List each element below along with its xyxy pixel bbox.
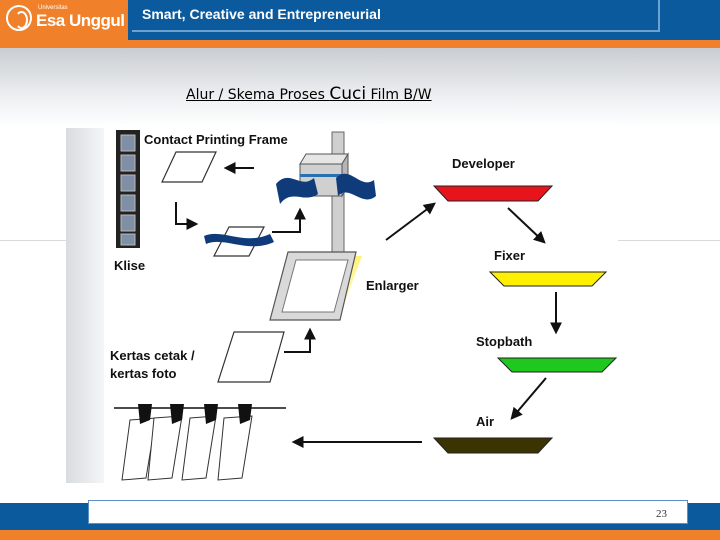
background-panel bbox=[66, 128, 104, 483]
label-contact-printing-frame: Contact Printing Frame bbox=[144, 132, 288, 147]
header-accent-strip bbox=[0, 40, 720, 48]
drying-clip-icon bbox=[138, 404, 152, 424]
label-fixer: Fixer bbox=[494, 248, 525, 263]
footer-frame bbox=[88, 500, 688, 524]
logo-name: Esa Unggul bbox=[36, 11, 125, 30]
page-number: 23 bbox=[656, 508, 667, 520]
arrow-icon bbox=[507, 207, 546, 244]
tray-icon bbox=[432, 185, 554, 202]
logo-subtitle: Universitas bbox=[38, 5, 68, 11]
background-band bbox=[0, 48, 720, 128]
title-part1: Alur / Skema Proses bbox=[186, 87, 330, 103]
label-air: Air bbox=[476, 414, 494, 429]
paper-sheet-icon bbox=[217, 331, 285, 383]
label-klise: Klise bbox=[114, 258, 145, 273]
arrow-icon bbox=[175, 202, 199, 230]
drying-line bbox=[114, 404, 286, 481]
logo: Universitas Esa Unggul bbox=[0, 0, 128, 40]
label-stopbath: Stopbath bbox=[476, 334, 532, 349]
header-frame bbox=[132, 0, 660, 32]
drying-clip-icon bbox=[204, 404, 218, 424]
footer-accent-strip bbox=[0, 530, 720, 540]
background-line bbox=[615, 240, 720, 241]
title-part2: Film B/W bbox=[366, 87, 432, 103]
arrow-icon bbox=[385, 202, 436, 241]
paper-sheet-icon bbox=[161, 151, 217, 183]
title-emphasis: Cuci bbox=[329, 84, 367, 104]
process-diagram: Klise Contact Printing Frame Enlarger De… bbox=[104, 124, 618, 484]
arrow-icon bbox=[510, 377, 547, 420]
label-kertas-line1: Kertas cetak / bbox=[110, 348, 195, 363]
label-kertas-line2: kertas foto bbox=[110, 366, 177, 381]
drying-clip-icon bbox=[238, 404, 252, 424]
label-enlarger: Enlarger bbox=[366, 278, 419, 293]
tray-icon bbox=[432, 437, 554, 454]
logo-emblem-icon bbox=[6, 5, 32, 31]
arrow-icon bbox=[284, 327, 316, 353]
arrow-icon bbox=[272, 207, 306, 233]
drying-clip-icon bbox=[170, 404, 184, 424]
tray-icon bbox=[496, 357, 618, 373]
enlarger-icon bbox=[269, 131, 376, 321]
tray-icon bbox=[488, 271, 608, 287]
film-strip-icon bbox=[116, 130, 140, 248]
label-developer: Developer bbox=[452, 156, 515, 171]
film-strip-icon bbox=[204, 233, 274, 247]
background-line bbox=[0, 240, 105, 241]
slide-title: Alur / Skema Proses Cuci Film B/W bbox=[186, 84, 432, 104]
tagline: Smart, Creative and Entrepreneurial bbox=[142, 6, 381, 22]
